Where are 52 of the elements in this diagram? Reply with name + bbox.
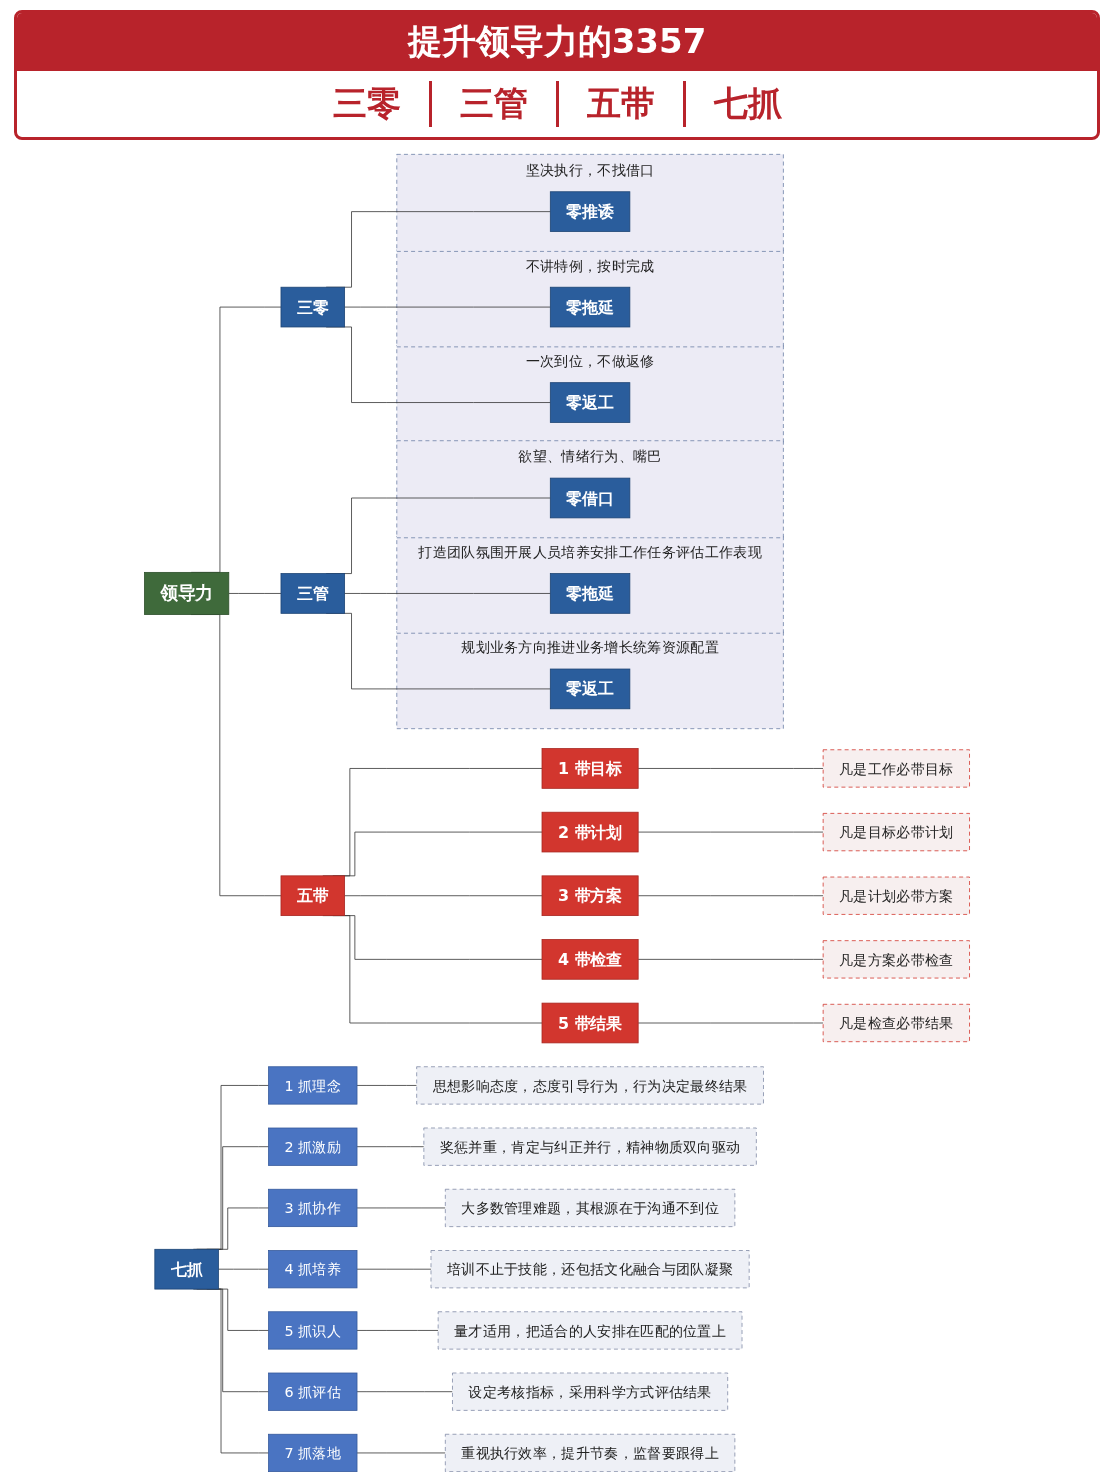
node-box: 凡是检查必带结果 <box>822 1003 970 1043</box>
connector <box>637 895 824 897</box>
node-box: 凡是计划必带方案 <box>822 876 970 915</box>
connector <box>218 1268 269 1270</box>
connector <box>637 958 824 960</box>
node-box: 三管 <box>280 573 345 614</box>
node-box: 2 抓激励 <box>268 1127 358 1166</box>
node-box: 3 带方案 <box>541 875 639 916</box>
node-box: 6 抓评估 <box>268 1372 358 1411</box>
node-box: 奖惩并重，肯定与纠正并行，精神物质双向驱动 <box>423 1127 757 1166</box>
node-box: 大多数管理难题，其根源在于沟通不到位 <box>444 1188 736 1228</box>
connector <box>344 895 543 897</box>
connector <box>356 1330 439 1331</box>
node-box: 凡是工作必带目标 <box>822 749 970 788</box>
connector <box>356 1391 453 1393</box>
node-box: 零拖延 <box>549 573 631 614</box>
node-box: 1 抓理念 <box>268 1066 358 1105</box>
connector <box>637 768 824 769</box>
section-label: 五带 <box>555 81 683 127</box>
node-box: 零借口 <box>549 477 631 519</box>
connector <box>228 593 282 594</box>
node-box: 重视执行效率，提升节奏，监督要跟得上 <box>444 1433 736 1472</box>
node-box: 2 带计划 <box>541 811 639 853</box>
node-box: 设定考核指标，采用科学方式评估结果 <box>452 1372 729 1411</box>
connector <box>344 306 551 308</box>
section-label: 三管 <box>428 81 556 127</box>
node-box: 7 抓落地 <box>268 1433 358 1472</box>
node-box: 1 带目标 <box>541 748 639 789</box>
section-label: 三零 <box>331 82 402 125</box>
node-box: 3 抓协作 <box>268 1188 358 1228</box>
connector <box>356 1085 418 1086</box>
section-label: 七抓 <box>682 81 810 127</box>
node-box: 量才适用，把适合的人安排在匹配的位置上 <box>437 1311 743 1350</box>
node-box: 七抓 <box>154 1248 219 1290</box>
node-box: 4 带检查 <box>541 939 639 980</box>
connector <box>344 593 551 594</box>
node-box: 零推诿 <box>549 191 631 232</box>
node-box: 零返工 <box>549 668 631 710</box>
node-box: 零返工 <box>549 382 631 423</box>
node-box: 零拖延 <box>549 286 631 328</box>
node-box: 领导力 <box>144 572 230 615</box>
title-banner: 提升领导力的3357 <box>17 13 1097 71</box>
node-box: 5 带结果 <box>541 1002 639 1044</box>
node-box: 凡是方案必带检查 <box>822 940 970 979</box>
node-box: 4 抓培养 <box>268 1250 358 1289</box>
node-box: 5 抓识人 <box>268 1311 358 1350</box>
node-box: 凡是目标必带计划 <box>822 813 970 852</box>
node-box: 培训不止于技能，还包括文化融合与团队凝聚 <box>430 1250 750 1289</box>
connector <box>356 1146 425 1148</box>
node-box: 五带 <box>280 875 345 916</box>
node-box: 思想影响态度，态度引导行为，行为决定最终结果 <box>416 1066 764 1105</box>
node-box: 三零 <box>280 286 345 328</box>
